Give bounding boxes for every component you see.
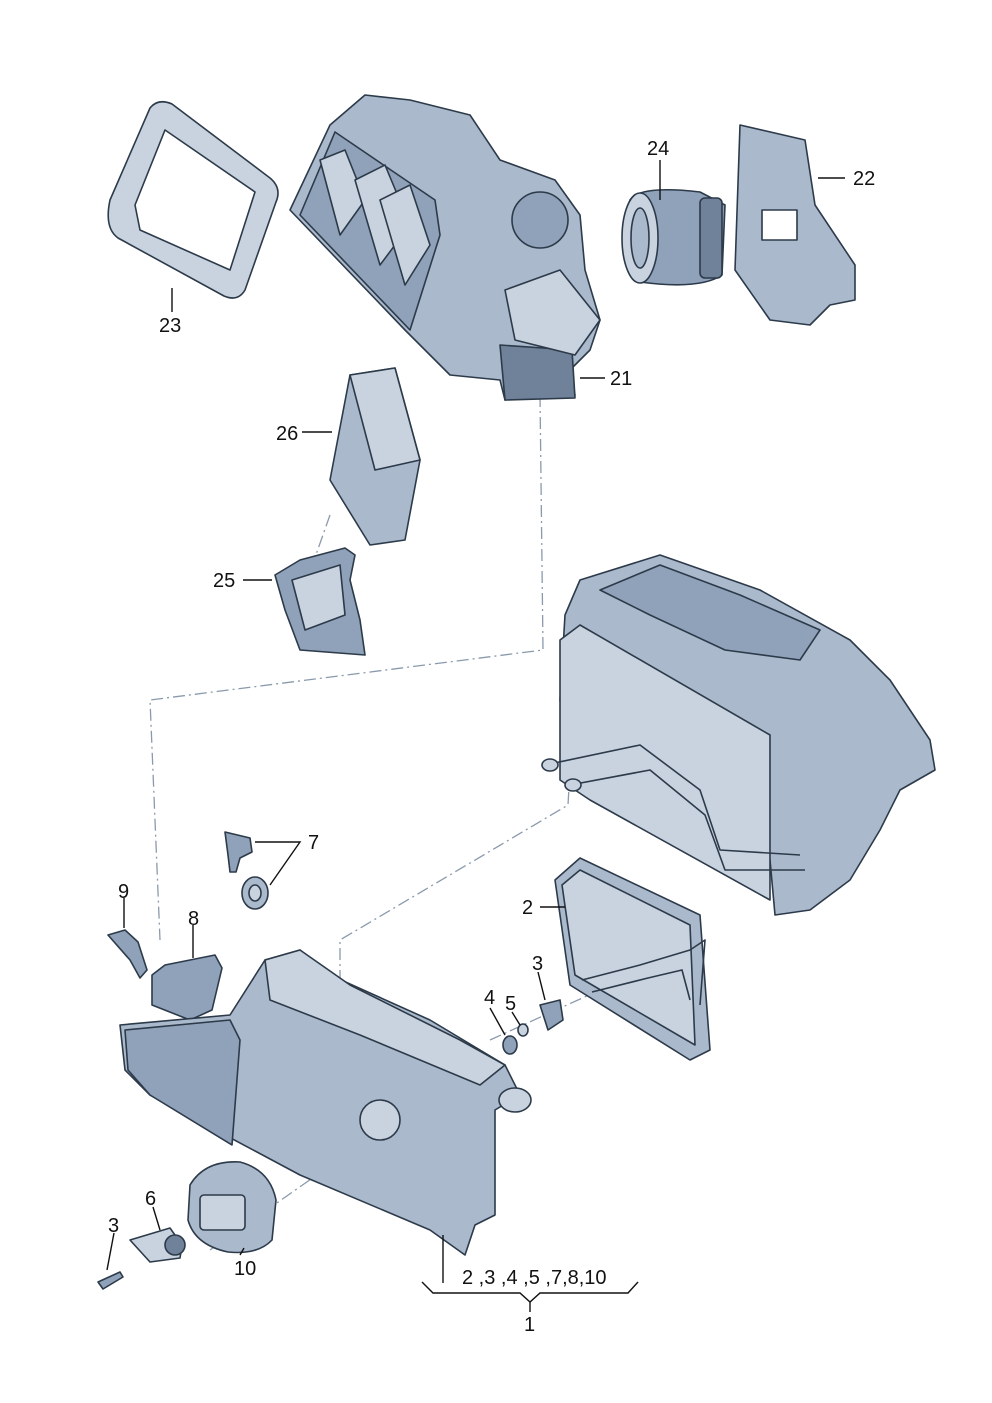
label-2: 2 <box>522 897 533 919</box>
label-10: 10 <box>234 1258 256 1280</box>
part-25-filter-holder <box>274 547 366 656</box>
label-3-upper: 3 <box>532 953 543 975</box>
part-23-seal-frame <box>107 100 279 299</box>
part-22-cover-plate <box>734 124 856 326</box>
part-26-filter <box>329 367 421 546</box>
label-25: 25 <box>213 570 235 592</box>
part-3-4-5-fittings <box>502 999 564 1055</box>
label-6: 6 <box>145 1188 156 1210</box>
label-22: 22 <box>853 168 875 190</box>
main-lower-housing <box>119 949 532 1256</box>
part-6-expansion-valve <box>129 1227 186 1263</box>
part-9-clip <box>107 929 148 979</box>
part-21-blower-housing <box>289 94 601 401</box>
part-7-sensor <box>224 831 269 910</box>
part-number-labels: 23 21 22 24 26 25 7 9 8 2 3 5 4 6 3 10 2… <box>108 138 875 1336</box>
part-10-grommet <box>187 1161 277 1254</box>
label-26: 26 <box>276 423 298 445</box>
label-group: 2 ,3 ,4 ,5 ,7,8,10 <box>462 1267 607 1289</box>
part-24-blower-motor <box>621 188 726 286</box>
label-3-lower: 3 <box>108 1215 119 1237</box>
part-8-insulation <box>151 954 223 1021</box>
label-8: 8 <box>188 908 199 930</box>
assembled-air-conditioner-unit <box>541 554 936 916</box>
label-4: 4 <box>484 987 495 1009</box>
label-5: 5 <box>505 993 516 1015</box>
leader-lines <box>106 160 845 1312</box>
part-3-screw <box>97 1271 124 1290</box>
label-23: 23 <box>159 315 181 337</box>
label-9: 9 <box>118 881 129 903</box>
label-21: 21 <box>610 368 632 390</box>
label-24: 24 <box>647 138 669 160</box>
label-1: 1 <box>524 1314 535 1336</box>
label-7: 7 <box>308 832 319 854</box>
part-2-evaporator <box>554 857 711 1061</box>
